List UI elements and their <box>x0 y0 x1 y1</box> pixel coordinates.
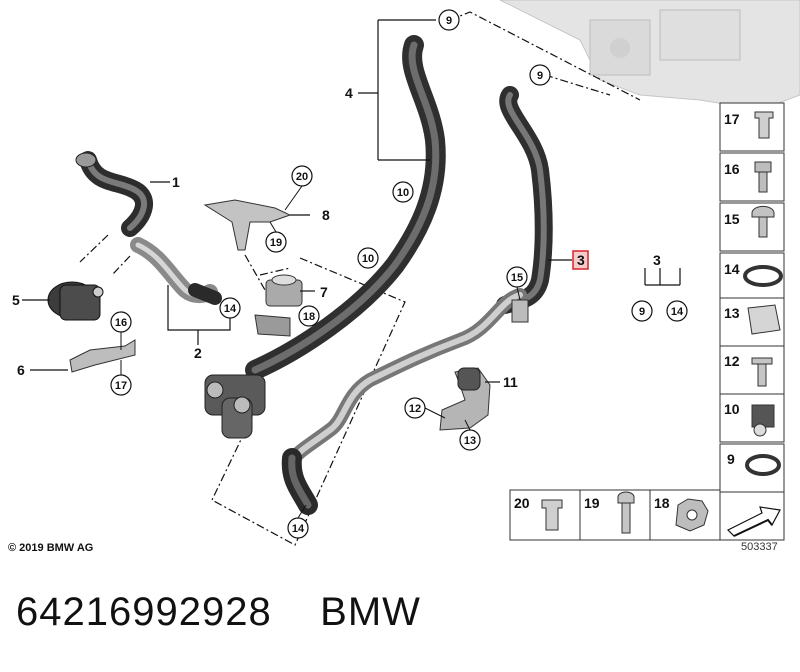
hose-10-long <box>245 35 446 380</box>
highlight-3: 3 <box>572 250 589 270</box>
hose-9-right <box>496 86 553 314</box>
callouts <box>110 9 688 539</box>
label-3: 3 <box>577 252 585 268</box>
callout-19: 19 <box>270 237 282 249</box>
part-2-hose <box>130 237 222 305</box>
engine-block <box>499 0 800 111</box>
callout-14-a: 14 <box>224 303 237 315</box>
arrow-icon <box>726 506 781 537</box>
callout-9-top: 9 <box>446 15 452 27</box>
callout-9-set: 9 <box>639 306 645 318</box>
grid-label-10: 10 <box>724 401 740 417</box>
callout-16: 16 <box>115 317 127 329</box>
label-4: 4 <box>345 85 353 101</box>
label-brackets <box>22 19 681 383</box>
part-5-pump <box>47 281 104 321</box>
callout-leaders <box>120 185 521 519</box>
callout-10-b: 10 <box>362 253 374 265</box>
part-7-valve <box>254 274 303 337</box>
label-2: 2 <box>194 345 202 361</box>
callout-17: 17 <box>115 380 127 392</box>
parts-grid-bottom-icons <box>541 491 709 534</box>
callout-14-b: 14 <box>292 523 305 535</box>
part-caption: 64216992928 BMW <box>16 590 421 635</box>
label-3-set: 3 <box>653 252 661 268</box>
brand: BMW <box>320 590 421 634</box>
callout-20: 20 <box>296 171 308 183</box>
callout-12: 12 <box>409 403 421 415</box>
label-1: 1 <box>172 174 180 190</box>
grid-label-16: 16 <box>724 161 740 177</box>
grid-label-19: 19 <box>584 495 600 511</box>
callout-18: 18 <box>303 311 315 323</box>
grid-label-20: 20 <box>514 495 530 511</box>
label-5: 5 <box>12 292 20 308</box>
part-number: 64216992928 <box>16 590 272 634</box>
parts-grid-icons <box>743 111 783 476</box>
part-15-clip <box>511 299 529 323</box>
callout-9-right: 9 <box>537 70 543 82</box>
parts-diagram: 1 2 4 5 6 7 8 11 3 3 9 9 10 10 14 14 16 … <box>12 0 800 546</box>
label-11: 11 <box>503 374 518 390</box>
parts-grid-bottom <box>509 489 785 541</box>
grid-label-17: 17 <box>724 111 740 127</box>
grid-label-13: 13 <box>724 305 740 321</box>
grid-label-9: 9 <box>727 451 735 467</box>
part-11-clamp <box>439 367 491 431</box>
grid-label-18: 18 <box>654 495 670 511</box>
coolant-pipe <box>285 288 527 467</box>
grid-label-15: 15 <box>724 211 740 227</box>
callout-10-a: 10 <box>397 187 409 199</box>
callout-13: 13 <box>464 435 476 447</box>
dashed-guides <box>79 11 641 546</box>
part-8-bracket <box>203 199 292 251</box>
part-1-hose <box>75 151 153 237</box>
copyright: © 2019 BMW AG <box>8 542 94 554</box>
callout-15: 15 <box>511 272 523 284</box>
grid-label-12: 12 <box>724 353 740 369</box>
parts-grid-right <box>719 102 785 493</box>
label-8: 8 <box>322 207 330 223</box>
image-number: 503337 <box>741 541 778 553</box>
hose-lower <box>281 448 318 515</box>
valve-block <box>204 374 266 439</box>
label-7: 7 <box>320 284 328 300</box>
grid-label-14: 14 <box>724 261 740 277</box>
part-6-bracket <box>69 339 136 373</box>
callout-14-set: 14 <box>671 306 684 318</box>
label-6: 6 <box>17 362 25 378</box>
